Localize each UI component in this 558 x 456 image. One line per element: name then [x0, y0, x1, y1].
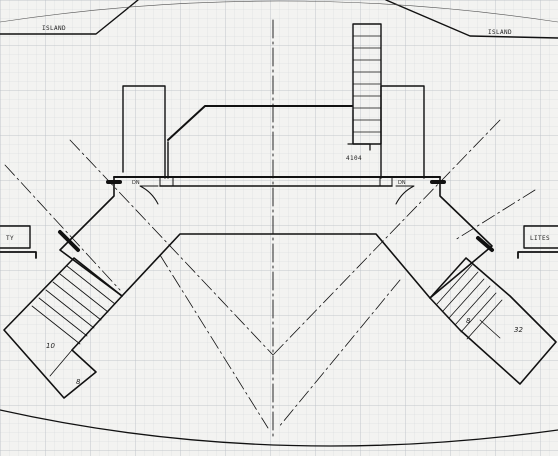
upper-block: [167, 105, 353, 141]
left-wing-inner: [121, 233, 361, 297]
corridor-ticks: [159, 176, 393, 187]
left-side-shelf: [0, 251, 37, 259]
left-stair-upper-label: 10: [46, 342, 55, 350]
diagonal-line-right-c: [277, 279, 401, 429]
right-side-box: [523, 225, 558, 249]
right-lower-stair: [429, 257, 557, 385]
diagonal-line-left-b: [4, 164, 121, 291]
left-stair-lower-label: 8: [76, 378, 81, 386]
left-box-label: TY: [6, 235, 14, 242]
stage-arc-outer: [0, 409, 558, 447]
right-stair-right-label: 32: [514, 326, 523, 334]
left-corner-hatch: [58, 180, 122, 252]
left-wing-outer: [59, 176, 123, 297]
right-wing-inner: [359, 233, 431, 299]
diagonal-line-right-a: [272, 119, 501, 356]
diagonal-line-left-c: [159, 254, 269, 429]
right-box-label: LITES: [530, 235, 550, 242]
left-lower-stair: [3, 257, 123, 399]
diagonal-line-right-b: [454, 189, 536, 241]
island-left-outline: [0, 0, 139, 35]
right-side-shelf: [517, 251, 558, 259]
right-wing-outer: [429, 176, 493, 299]
island-left-label: ISLAND: [42, 25, 66, 32]
left-wing-door: [139, 185, 159, 205]
right-door-note: DN: [398, 180, 406, 186]
right-wing-door: [395, 185, 415, 205]
room-number-label: 4104: [346, 155, 362, 162]
right-tower: [380, 85, 425, 179]
stage-arc-inner: [0, 0, 558, 23]
upper-stair-treads: [352, 35, 382, 133]
left-tower: [122, 85, 166, 179]
left-door-note: DN: [132, 180, 140, 186]
left-lower-stair-treads: [31, 265, 116, 377]
left-side-box: [0, 225, 31, 249]
upper-stair-landing: [347, 109, 371, 151]
right-lower-stair-treads: [436, 264, 503, 340]
island-right-label: ISLAND: [488, 29, 512, 36]
island-right-outline: [385, 0, 558, 39]
right-corner-hatch: [430, 180, 494, 252]
right-stair-left-label: 8: [466, 317, 471, 325]
diagonal-line-left-a: [69, 139, 274, 356]
